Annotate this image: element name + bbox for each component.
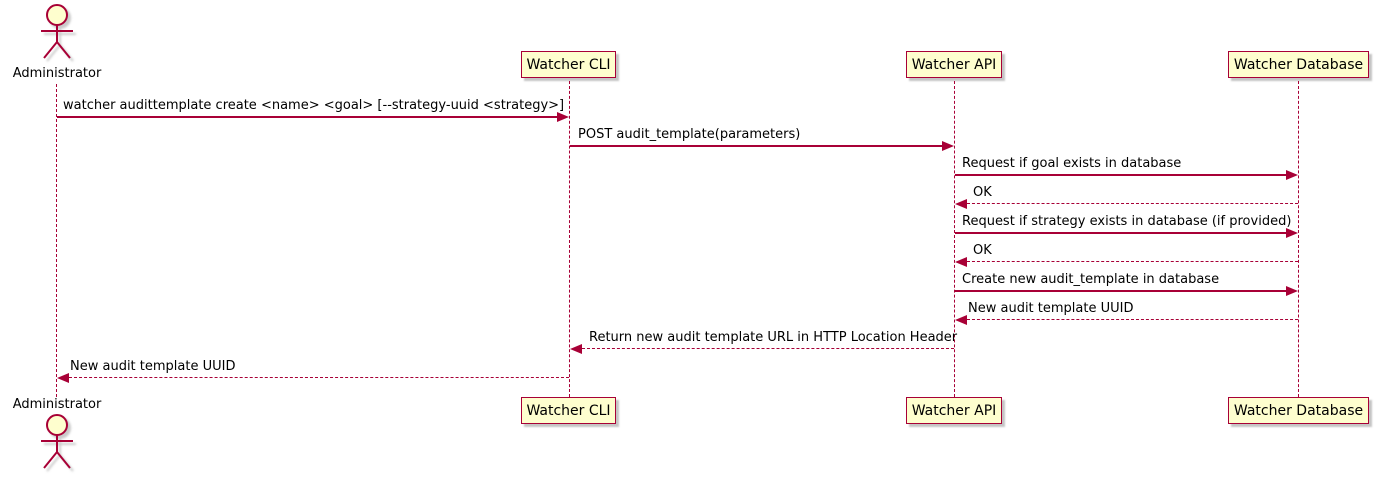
message-arrow <box>69 377 569 378</box>
message-label: POST audit_template(parameters) <box>578 127 801 142</box>
lifeline-administrator <box>56 84 57 397</box>
arrowhead-right-icon <box>1286 170 1298 180</box>
message-arrow <box>582 348 954 349</box>
message-label: New audit template UUID <box>968 301 1134 316</box>
actor-icon <box>41 414 73 469</box>
message-label: OK <box>973 185 992 200</box>
message-label: Return new audit template URL in HTTP Lo… <box>589 330 958 345</box>
message-label: Request if goal exists in database <box>962 156 1182 171</box>
actor-administrator-label-bottom: Administrator <box>12 397 102 412</box>
arrowhead-left-icon <box>955 315 967 325</box>
message-arrow <box>955 290 1287 292</box>
message-label: Request if strategy exists in database (… <box>962 214 1292 229</box>
arrowhead-left-icon <box>57 373 69 383</box>
participant-watcher-api-bottom: Watcher API <box>906 397 1002 424</box>
message-arrow <box>967 319 1298 320</box>
message-arrow <box>57 116 558 118</box>
message-label: OK <box>973 243 992 258</box>
message-arrow <box>955 232 1287 234</box>
arrowhead-right-icon <box>1286 286 1298 296</box>
participant-watcher-api-top: Watcher API <box>906 51 1002 78</box>
participant-watcher-cli-bottom: Watcher CLI <box>521 397 616 424</box>
actor-administrator-label-top: Administrator <box>12 66 102 81</box>
message-label: Create new audit_template in database <box>962 272 1220 287</box>
message-label: New audit template UUID <box>70 359 236 374</box>
arrowhead-left-icon <box>955 257 967 267</box>
participant-watcher-database-bottom: Watcher Database <box>1228 397 1369 424</box>
participant-watcher-cli-top: Watcher CLI <box>521 51 616 78</box>
message-arrow <box>967 261 1298 262</box>
message-arrow <box>570 145 943 147</box>
lifeline-watcher-cli <box>569 81 570 397</box>
message-label: watcher audittemplate create <name> <goa… <box>63 98 565 113</box>
arrowhead-left-icon <box>570 344 582 354</box>
lifeline-watcher-api <box>954 81 955 397</box>
lifeline-watcher-database <box>1298 81 1299 397</box>
arrowhead-right-icon <box>1286 228 1298 238</box>
message-arrow <box>955 174 1287 176</box>
arrowhead-right-icon <box>942 141 954 151</box>
arrowhead-left-icon <box>955 199 967 209</box>
arrowhead-right-icon <box>557 112 569 122</box>
message-arrow <box>967 203 1298 204</box>
participant-watcher-database-top: Watcher Database <box>1228 51 1369 78</box>
actor-icon <box>41 4 73 59</box>
